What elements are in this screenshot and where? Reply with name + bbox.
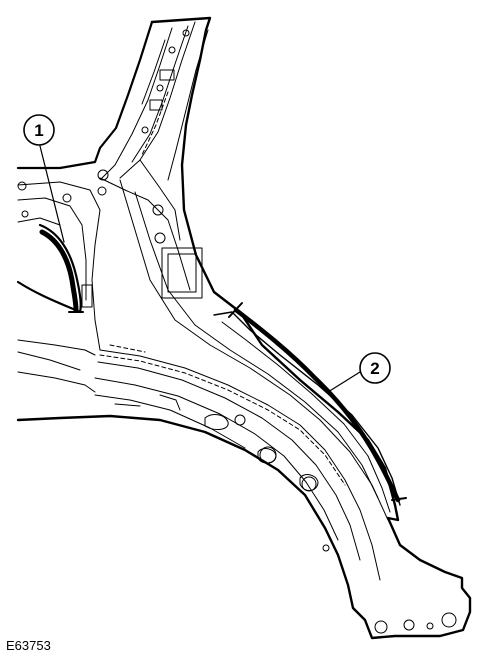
callout-1-circle bbox=[23, 114, 55, 146]
wheel-arch-edge bbox=[213, 311, 401, 506]
wheel-arch-structure bbox=[94, 179, 457, 634]
figure-code: E63753 bbox=[6, 638, 51, 653]
seal-strip-2-end bbox=[391, 497, 407, 501]
callout-2-circle bbox=[359, 352, 391, 384]
door-opening-structure bbox=[17, 181, 101, 393]
panel-outline bbox=[16, 16, 472, 640]
weld-seams bbox=[99, 91, 346, 486]
callout-2-label: 2 bbox=[370, 359, 379, 378]
callout-1-leader bbox=[39, 145, 65, 243]
door-seal-curve bbox=[38, 223, 82, 314]
callout-1-label: 1 bbox=[34, 121, 43, 140]
pillar-inner-lines bbox=[97, 21, 209, 291]
callout-2-leader bbox=[327, 371, 361, 393]
seal-strip-2-start bbox=[228, 302, 243, 318]
seal-strip-1 bbox=[39, 229, 79, 313]
pillar-outline bbox=[16, 20, 154, 170]
seal-strip-2 bbox=[233, 307, 401, 503]
wheel-arch-inner-edge bbox=[221, 321, 391, 513]
